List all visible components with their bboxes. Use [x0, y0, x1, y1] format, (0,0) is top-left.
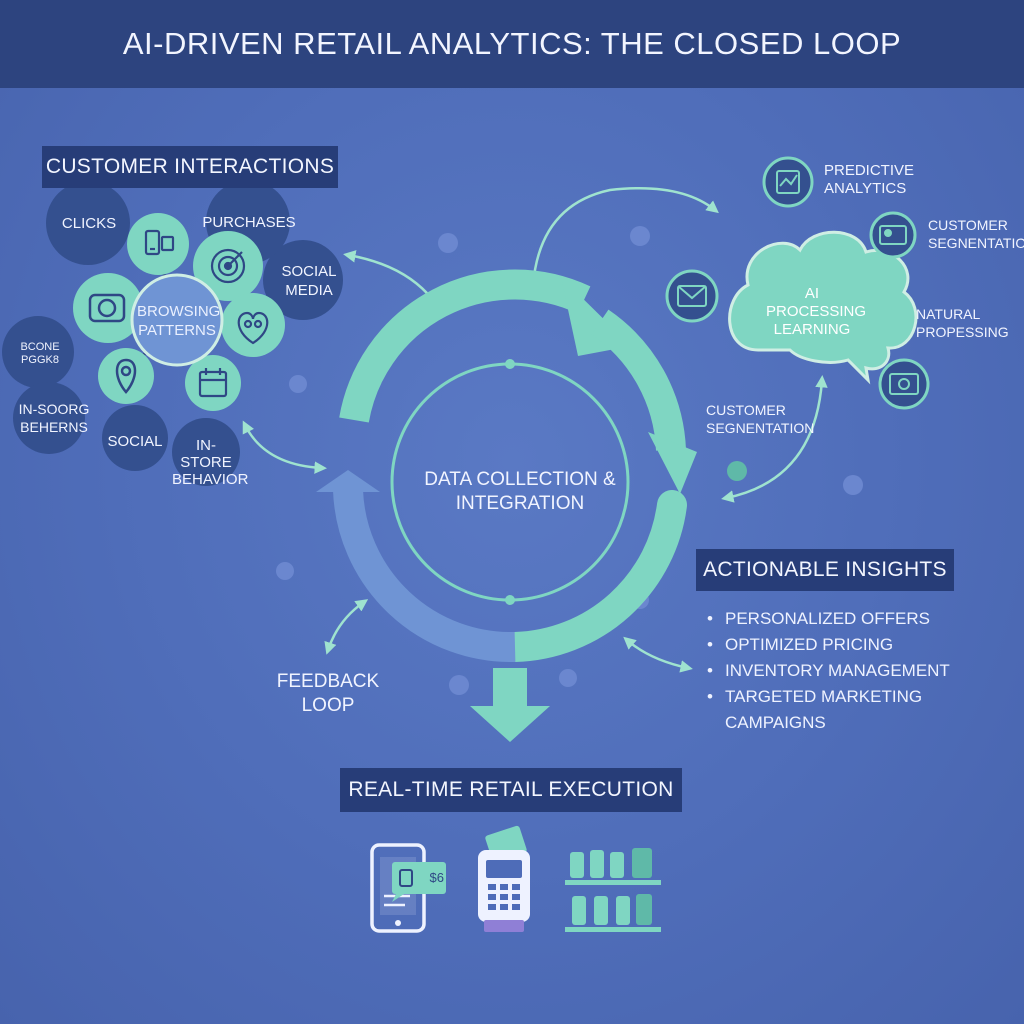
customer-interactions-heading: CUSTOMER INTERACTIONS [45, 155, 335, 178]
customer-segmentation-top-label: CUSTOMER SEGNENTATION [928, 217, 1024, 251]
ai-icon-nodes [665, 156, 930, 410]
location-pin-icon [115, 358, 137, 394]
people-heart-icon [237, 311, 269, 345]
insight-item: TARGETED MARKETING CAMPAIGNS [707, 684, 1024, 736]
natural-processing-label: NATURAL PROPESSING [916, 306, 1009, 340]
insight-item: PERSONALIZED OFFERS [707, 606, 1024, 632]
in-store-label: IN-STORE BEHAVIOR [172, 437, 249, 488]
store-shelves-icon [565, 848, 661, 932]
smartphone-icon [370, 843, 446, 933]
title-bar: AI-DRIVEN RETAIL ANALYTICS: THE CLOSED L… [0, 0, 1024, 88]
actionable-insights-heading: ACTIONABLE INSIGHTS [703, 558, 947, 581]
bcone-label: BCONE PGGK8 [20, 341, 60, 366]
social-label: SOCIAL [107, 433, 163, 450]
payment-terminal-icon [478, 825, 530, 932]
data-collection-label: DATA COLLECTION & INTEGRATION [424, 469, 616, 514]
clicks-label: CLICKS [61, 215, 117, 232]
photo-icon [889, 373, 919, 395]
ai-processing-label: AI PROCESSING LEARNING [766, 285, 867, 338]
insight-item: OPTIMIZED PRICING [707, 632, 1024, 658]
teal-dot [727, 461, 747, 481]
insights-list: PERSONALIZED OFFERS OPTIMIZED PRICING IN… [707, 606, 1024, 736]
social-media-label: SOCIAL MEDIA [281, 263, 337, 299]
browsing-patterns-label: BROWSING PATTERNS [137, 303, 221, 339]
decorative-dots [276, 226, 863, 695]
customer-interactions-banner: CUSTOMER INTERACTIONS [42, 146, 338, 188]
phone-price-badge: $6 [429, 870, 444, 885]
target-icon [210, 248, 246, 284]
execution-heading: REAL-TIME RETAIL EXECUTION [348, 778, 674, 801]
device-icon [144, 229, 175, 256]
predictive-analytics-label: PREDICTIVE ANALYTICS [824, 162, 915, 197]
in-soorg-label: IN-SOORG BEHERNS [18, 401, 90, 435]
person-screen-icon [879, 225, 907, 245]
customer-segmentation-mid-label: CUSTOMER SEGNENTATION [706, 402, 815, 436]
down-arrow [470, 668, 550, 742]
chart-check-icon [776, 170, 800, 194]
central-loop [316, 269, 697, 663]
execution-banner: REAL-TIME RETAIL EXECUTION [340, 768, 682, 812]
insight-item: INVENTORY MANAGEMENT [707, 658, 1024, 684]
calendar-icon [198, 368, 228, 398]
actionable-insights-banner: ACTIONABLE INSIGHTS [696, 549, 954, 591]
interaction-cluster [2, 180, 343, 486]
feedback-loop-label: FEEDBACK LOOP [276, 671, 380, 716]
purchases-label: PURCHASES [202, 214, 296, 231]
envelope-icon [677, 285, 707, 307]
camera-icon [88, 293, 126, 323]
page-title: AI-DRIVEN RETAIL ANALYTICS: THE CLOSED L… [122, 26, 902, 61]
